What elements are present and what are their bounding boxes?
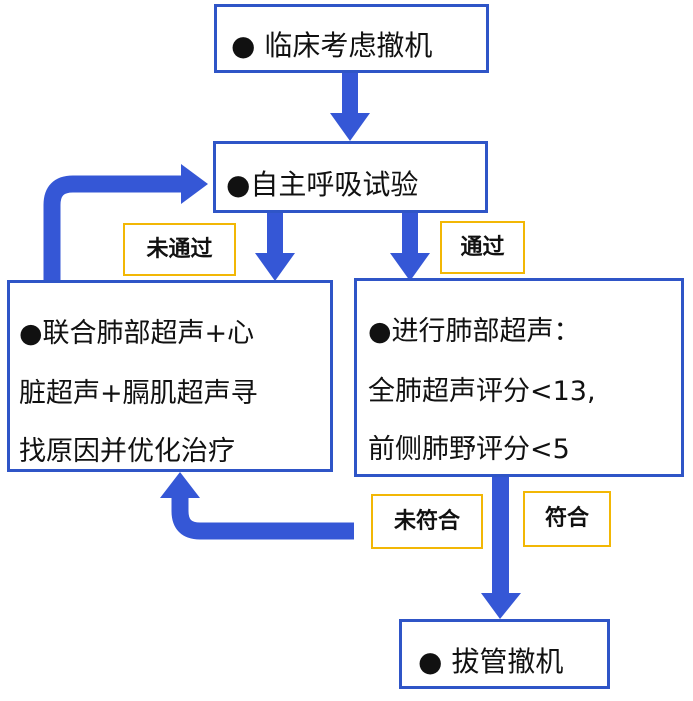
- node-lung-ultrasound-line-2: 全肺超声评分<13,: [368, 376, 596, 407]
- node-lung-ultrasound-line-1: ●进行肺部超声：: [368, 316, 581, 347]
- node-start-text: ● 临床考虑撤机: [231, 29, 433, 62]
- node-extubate-text: ● 拔管撤机: [418, 645, 564, 678]
- arrow-loop-back-to-sbt: [43, 164, 208, 280]
- label-sbt-pass: 通过: [440, 221, 525, 274]
- node-lung-ultrasound: ●进行肺部超声： 全肺超声评分<13, 前侧肺野评分<5: [354, 278, 684, 477]
- node-extubate: ● 拔管撤机: [399, 619, 610, 689]
- node-optimize-line-1: ●联合肺部超声+心: [19, 318, 255, 349]
- label-criteria-fail: 未符合: [371, 494, 483, 549]
- node-optimize-line-2: 脏超声+膈肌超声寻: [19, 378, 258, 409]
- node-optimize-line-3: 找原因并优化治疗: [19, 436, 235, 467]
- arrow-lung-us-to-extubate: [481, 477, 521, 619]
- node-optimize: ●联合肺部超声+心 脏超声+膈肌超声寻 找原因并优化治疗: [7, 280, 333, 472]
- arrow-start-to-sbt: [330, 73, 370, 141]
- arrow-sbt-to-lung-us: [390, 213, 430, 281]
- label-criteria-pass: 符合: [523, 491, 611, 547]
- node-sbt-text: ●自主呼吸试验: [226, 168, 419, 201]
- node-lung-ultrasound-line-3: 前侧肺野评分<5: [368, 434, 570, 465]
- arrow-sbt-to-optimize: [255, 213, 295, 281]
- node-sbt: ●自主呼吸试验: [213, 141, 488, 213]
- arrow-lung-us-to-optimize: [160, 472, 354, 540]
- label-sbt-fail: 未通过: [123, 223, 236, 276]
- node-start: ● 临床考虑撤机: [214, 4, 489, 73]
